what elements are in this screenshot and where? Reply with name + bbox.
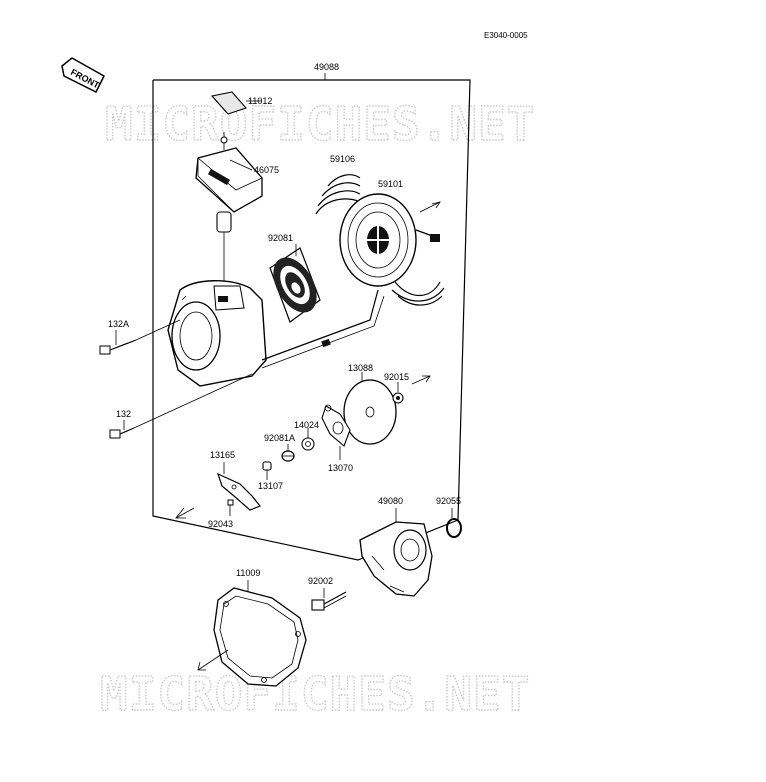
- guide-part: [301, 428, 315, 451]
- label-92002: 92002: [308, 576, 333, 586]
- label-13107: 13107: [258, 481, 283, 491]
- spring-part: [315, 174, 361, 215]
- label-132a: 132A: [108, 319, 129, 329]
- lever-part: [175, 462, 261, 519]
- label-13165: 13165: [210, 450, 235, 460]
- handle-part: [195, 132, 263, 288]
- grip-pad-part: [210, 91, 262, 115]
- bolt-132a-part: [99, 319, 181, 355]
- label-92043: 92043: [208, 519, 233, 529]
- label-11012: 11012: [248, 96, 272, 106]
- label-59106: 59106: [330, 154, 355, 164]
- spiral-spring-part: [269, 244, 321, 323]
- diagram-code: E3040-0005: [484, 31, 528, 40]
- label-11009: 11009: [236, 568, 260, 578]
- label-92081a: 92081A: [264, 433, 295, 443]
- watermark-bottom: MICROFICHES.NET: [100, 667, 530, 721]
- starter-housing-part: [167, 280, 385, 387]
- drum-part: [359, 508, 433, 597]
- watermark-top: MICROFICHES.NET: [105, 97, 535, 151]
- label-13070: 13070: [328, 463, 353, 473]
- label-49088: 49088: [314, 62, 339, 72]
- label-132: 132: [116, 409, 131, 419]
- label-92081: 92081: [268, 233, 293, 243]
- front-arrow-icon: FRONT: [61, 57, 105, 94]
- label-92055: 92055: [436, 496, 461, 506]
- label-14024: 14024: [294, 420, 319, 430]
- o-ring-part: [446, 508, 462, 538]
- label-46075: 46075: [254, 165, 279, 175]
- label-92015: 92015: [384, 372, 409, 382]
- collar-part: [262, 461, 272, 480]
- ratchet-plate-part: [343, 372, 431, 445]
- bolt-132-part: [109, 373, 253, 439]
- label-59101: 59101: [378, 179, 403, 189]
- label-49080: 49080: [378, 496, 403, 506]
- gasket-part: [197, 580, 307, 687]
- ratchet-part: [321, 404, 351, 460]
- label-13088: 13088: [348, 363, 373, 373]
- reel-part: [339, 193, 445, 306]
- nut-part: [392, 382, 404, 404]
- bolt-92002-part: [311, 588, 347, 611]
- small-spring-part: [281, 444, 295, 462]
